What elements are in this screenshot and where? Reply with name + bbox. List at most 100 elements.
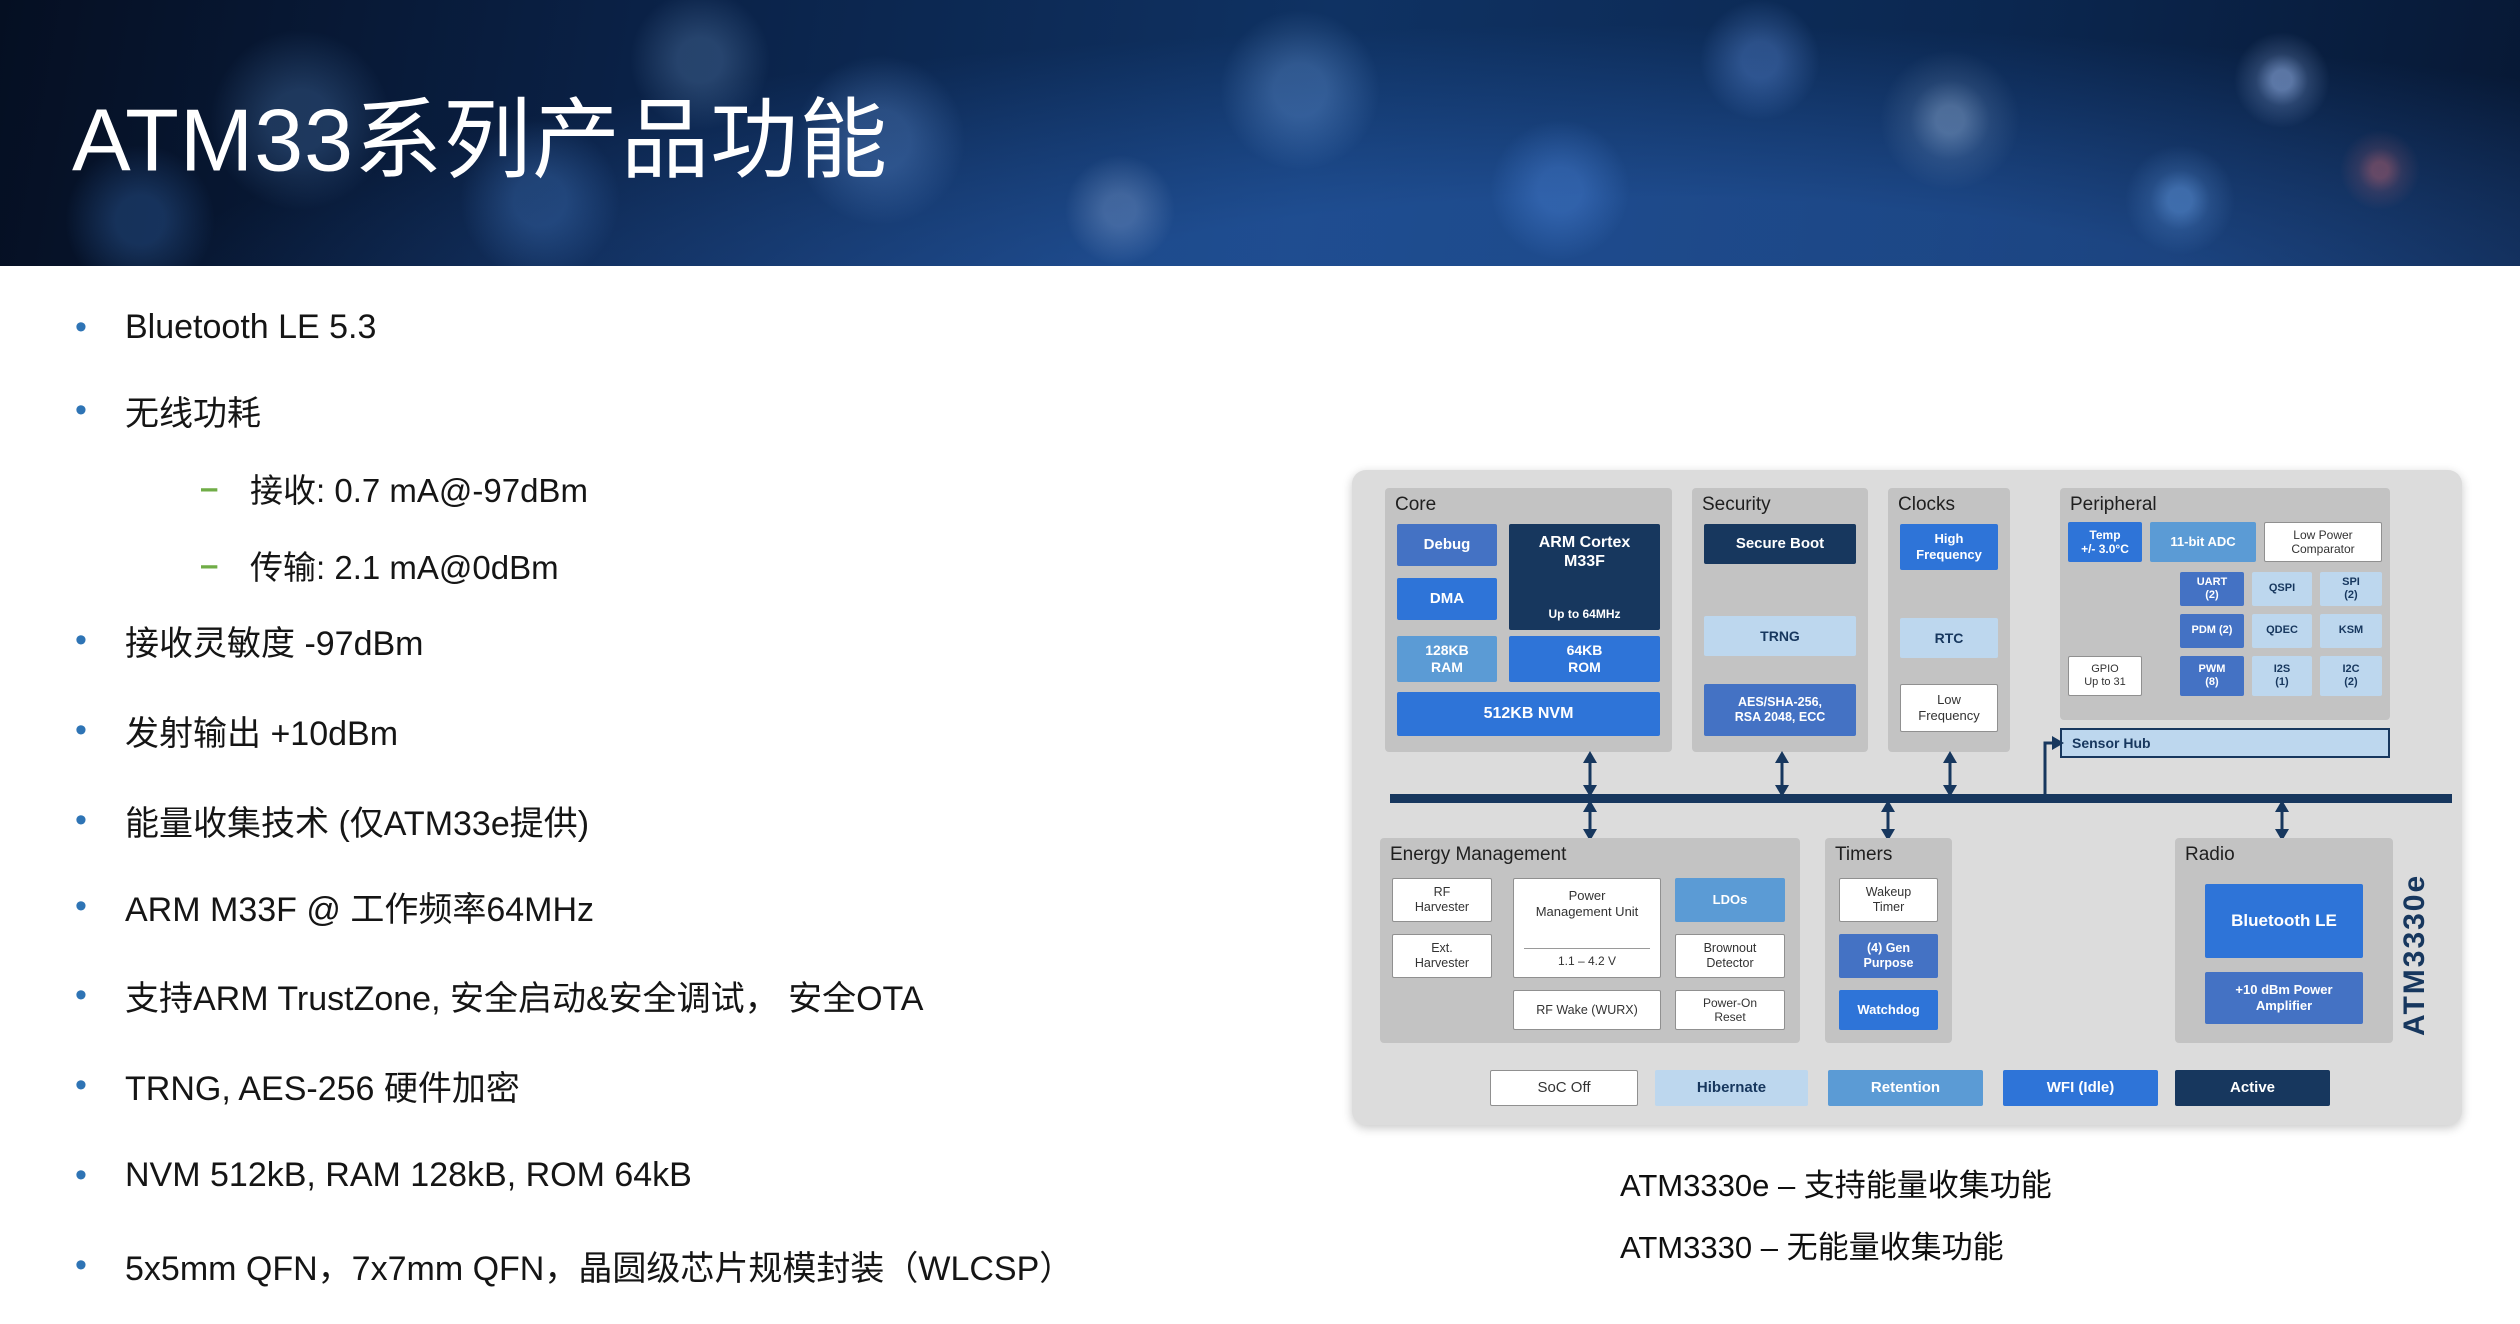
bullet-text: 能量收集技术 (仅ATM33e提供): [125, 804, 590, 843]
pmu-voltage-range: 1.1 – 4.2 V: [1523, 947, 1651, 968]
ksm-block: KSM: [2320, 614, 2382, 648]
connector-arrows: [1583, 736, 2289, 841]
arm-cortex-block: ARM Cortex M33F Up to 64MHz: [1509, 524, 1660, 630]
rom-block: 64KB ROM: [1509, 636, 1660, 682]
watchdog-block: Watchdog: [1839, 990, 1938, 1030]
pwm-block: PWM (8): [2180, 656, 2244, 696]
caption-atm3330e: ATM3330e – 支持能量收集功能: [1620, 1168, 2052, 1203]
rf-harvester-block: RF Harvester: [1392, 878, 1492, 922]
bullet-item: 5x5mm QFN，7x7mm QFN，晶圆级芯片规模封装（WLCSP）: [75, 1243, 1074, 1288]
bullet-dash-icon: [200, 469, 250, 507]
bullet-subitem: 传输: 2.1 mA@0dBm: [200, 543, 559, 587]
peripheral-section: Peripheral Temp +/- 3.0°C 11-bit ADC Low…: [2060, 488, 2390, 720]
radio-section-title: Radio: [2185, 844, 2235, 865]
ram-block: 128KB RAM: [1397, 636, 1497, 682]
bullet-text: 发射输出 +10dBm: [125, 714, 399, 753]
sensor-hub-block: Sensor Hub: [2060, 728, 2390, 758]
clocks-section: Clocks High Frequency RTC Low Frequency: [1888, 488, 2010, 752]
power-on-reset-block: Power-On Reset: [1675, 990, 1785, 1030]
bullet-dot-icon: [75, 976, 125, 1015]
bullet-text: 5x5mm QFN，7x7mm QFN，晶圆级芯片规模封装（WLCSP）: [125, 1249, 1074, 1288]
brownout-detector-block: Brownout Detector: [1675, 934, 1785, 978]
security-section-title: Security: [1702, 494, 1771, 515]
bullet-dot-icon: [75, 801, 125, 840]
bullet-text: Bluetooth LE 5.3: [125, 307, 377, 346]
slide-title: ATM33系列产品功能: [72, 90, 889, 190]
crypto-block: AES/SHA-256, RSA 2048, ECC: [1704, 684, 1856, 736]
ext-harvester-block: Ext. Harvester: [1392, 934, 1492, 978]
core-section-title: Core: [1395, 494, 1437, 515]
caption-atm3330: ATM3330 – 无能量收集功能: [1620, 1230, 2004, 1265]
sensor-hub-connector: [2043, 741, 2052, 800]
energy-management-section: Energy Management RF Harvester Ext. Harv…: [1380, 838, 1800, 1043]
secure-boot-block: Secure Boot: [1704, 524, 1856, 564]
power-state-hibernate: Hibernate: [1655, 1070, 1808, 1106]
bullet-dot-icon: [75, 308, 125, 347]
bullet-dot-icon: [75, 711, 125, 750]
wakeup-timer-block: Wakeup Timer: [1839, 878, 1938, 922]
arm-cortex-label: ARM Cortex M33F: [1538, 534, 1631, 571]
bullet-text: 无线功耗: [125, 394, 261, 433]
bluetooth-le-block: Bluetooth LE: [2205, 884, 2363, 958]
dma-block: DMA: [1397, 578, 1497, 620]
timers-section: Timers Wakeup Timer (4) Gen Purpose Watc…: [1825, 838, 1952, 1043]
high-frequency-block: High Frequency: [1900, 524, 1998, 570]
gen-purpose-timers-block: (4) Gen Purpose: [1839, 934, 1938, 978]
bullet-item: NVM 512kB, RAM 128kB, ROM 64kB: [75, 1153, 692, 1197]
trng-block: TRNG: [1704, 616, 1856, 656]
qdec-block: QDEC: [2252, 614, 2312, 648]
i2s-block: I2S (1): [2252, 656, 2312, 696]
energy-section-title: Energy Management: [1390, 844, 1567, 865]
bullet-subitem: 接收: 0.7 mA@-97dBm: [200, 466, 588, 510]
arm-cortex-speed: Up to 64MHz: [1548, 606, 1621, 621]
comparator-block: Low Power Comparator: [2264, 522, 2382, 562]
system-bus: [1390, 794, 2452, 803]
ldos-block: LDOs: [1675, 878, 1785, 922]
pdm-block: PDM (2): [2180, 614, 2244, 648]
bullet-dot-icon: [75, 887, 125, 926]
bullet-text: NVM 512kB, RAM 128kB, ROM 64kB: [125, 1155, 692, 1194]
spi-block: SPI (2): [2320, 572, 2382, 606]
soc-block-diagram: Core Debug ARM Cortex M33F Up to 64MHz D…: [1352, 470, 2462, 1125]
bullet-text: 支持ARM TrustZone, 安全启动&安全调试， 安全OTA: [125, 979, 924, 1018]
i2c-block: I2C (2): [2320, 656, 2382, 696]
nvm-block: 512KB NVM: [1397, 692, 1660, 736]
bullet-item: 接收灵敏度 -97dBm: [75, 618, 424, 663]
bullet-text: ARM M33F @ 工作频率64MHz: [125, 890, 595, 929]
rf-wake-block: RF Wake (WURX): [1513, 990, 1661, 1030]
peripheral-section-title: Peripheral: [2070, 494, 2157, 515]
core-section: Core Debug ARM Cortex M33F Up to 64MHz D…: [1385, 488, 1672, 752]
pmu-label: Power Management Unit: [1535, 888, 1639, 919]
bullet-item: 无线功耗: [75, 388, 261, 433]
rtc-block: RTC: [1900, 618, 1998, 658]
bullet-item: 能量收集技术 (仅ATM33e提供): [75, 798, 590, 843]
bullet-dot-icon: [75, 621, 125, 660]
bullet-dash-icon: [200, 546, 250, 584]
uart-block: UART (2): [2180, 572, 2244, 606]
low-frequency-block: Low Frequency: [1900, 684, 1998, 732]
bullet-dot-icon: [75, 391, 125, 430]
gpio-block: GPIO Up to 31: [2068, 656, 2142, 696]
radio-section: Radio Bluetooth LE +10 dBm Power Amplifi…: [2175, 838, 2393, 1043]
adc-block: 11-bit ADC: [2150, 522, 2256, 562]
pmu-block: Power Management Unit 1.1 – 4.2 V: [1513, 878, 1661, 978]
temp-sensor-block: Temp +/- 3.0°C: [2068, 522, 2142, 562]
bullet-item: TRNG, AES-256 硬件加密: [75, 1063, 520, 1108]
power-state-active: Active: [2175, 1070, 2330, 1106]
bullet-dot-icon: [75, 1066, 125, 1105]
power-state-retention: Retention: [1828, 1070, 1983, 1106]
bullet-text: 接收: 0.7 mA@-97dBm: [250, 472, 588, 509]
chip-part-number: ATM3330e: [2398, 873, 2431, 1037]
power-amplifier-block: +10 dBm Power Amplifier: [2205, 972, 2363, 1024]
title-banner: ATM33系列产品功能: [0, 0, 2520, 266]
security-section: Security Secure Boot TRNG AES/SHA-256, R…: [1692, 488, 1868, 752]
debug-block: Debug: [1397, 524, 1497, 566]
power-state-soc-off: SoC Off: [1490, 1070, 1638, 1106]
clocks-section-title: Clocks: [1898, 494, 1956, 515]
bullet-dot-icon: [75, 1246, 125, 1285]
bullet-text: 接收灵敏度 -97dBm: [125, 624, 424, 663]
bullet-text: TRNG, AES-256 硬件加密: [125, 1069, 520, 1108]
bullet-item: Bluetooth LE 5.3: [75, 305, 376, 349]
bullet-item: 发射输出 +10dBm: [75, 708, 399, 753]
power-state-wfi-idle: WFI (Idle): [2003, 1070, 2158, 1106]
